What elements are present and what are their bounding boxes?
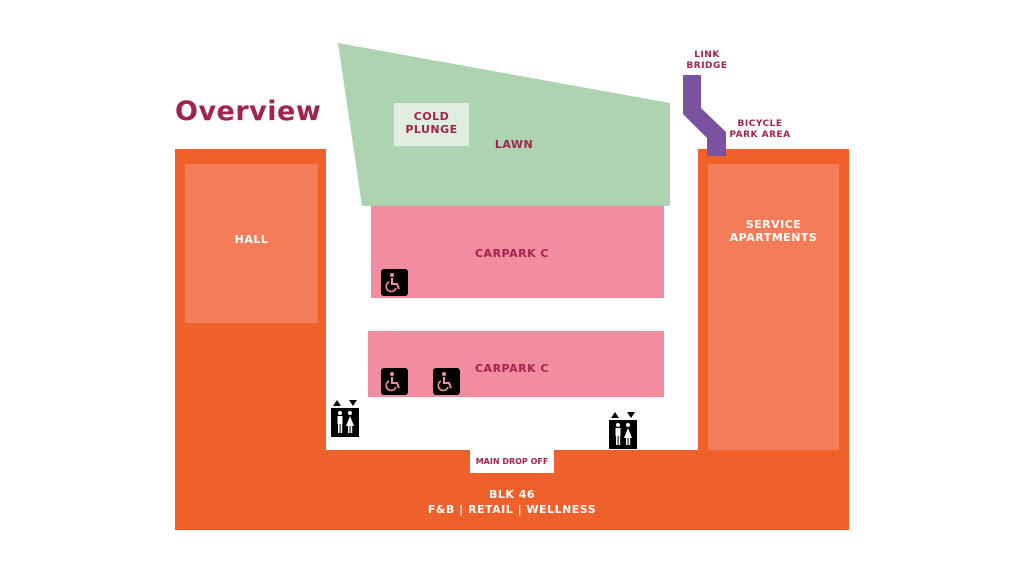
- cold-plunge-area[interactable]: [394, 103, 469, 146]
- link-bridge-line1: LINK: [694, 50, 720, 60]
- carpark-upper-area[interactable]: [371, 206, 664, 298]
- cold-plunge-line1: COLD: [413, 110, 450, 123]
- page-title: Overview: [175, 96, 322, 127]
- service-apartments-area[interactable]: [708, 164, 839, 450]
- cold-plunge-line2: PLUNGE: [405, 123, 458, 137]
- main-drop-off-area[interactable]: [470, 450, 554, 473]
- service-apartments-label: SERVICE APARTMENTS: [708, 218, 839, 244]
- wheelchair-icon[interactable]: [381, 368, 408, 395]
- blk46-line1: BLK 46: [488, 488, 536, 501]
- link-bridge-label: LINK BRIDGE: [675, 50, 739, 72]
- service-apartments-line1: SERVICE: [745, 218, 802, 231]
- bicycle-park-label: BICYCLE PARK AREA: [725, 119, 795, 141]
- hall-label: HALL: [234, 233, 269, 246]
- link-bridge-line2: BRIDGE: [686, 60, 728, 71]
- carpark-lower-label: CARPARK C: [474, 362, 550, 375]
- lift-icon[interactable]: [331, 400, 359, 437]
- wheelchair-icon[interactable]: [381, 269, 408, 296]
- bicycle-park-line2: PARK AREA: [729, 129, 791, 140]
- blk46-line2: F&B | RETAIL | WELLNESS: [427, 502, 597, 516]
- lift-icon[interactable]: [609, 412, 637, 449]
- lawn-label: LAWN: [494, 138, 534, 151]
- carpark-lower-area[interactable]: [368, 331, 664, 397]
- cold-plunge-label: COLD PLUNGE: [394, 110, 469, 136]
- bicycle-park-line1: BICYCLE: [737, 119, 783, 129]
- lawn-area[interactable]: [338, 43, 670, 206]
- blk46-label: BLK 46 F&B | RETAIL | WELLNESS: [350, 488, 674, 518]
- service-apartments-line2: APARTMENTS: [729, 231, 818, 245]
- link-bridge-path[interactable]: [683, 75, 726, 156]
- hall-area[interactable]: [185, 164, 318, 323]
- wheelchair-icon[interactable]: [433, 368, 460, 395]
- carpark-upper-label: CARPARK C: [474, 247, 550, 260]
- main-drop-off-label: MAIN DROP OFF: [475, 457, 549, 466]
